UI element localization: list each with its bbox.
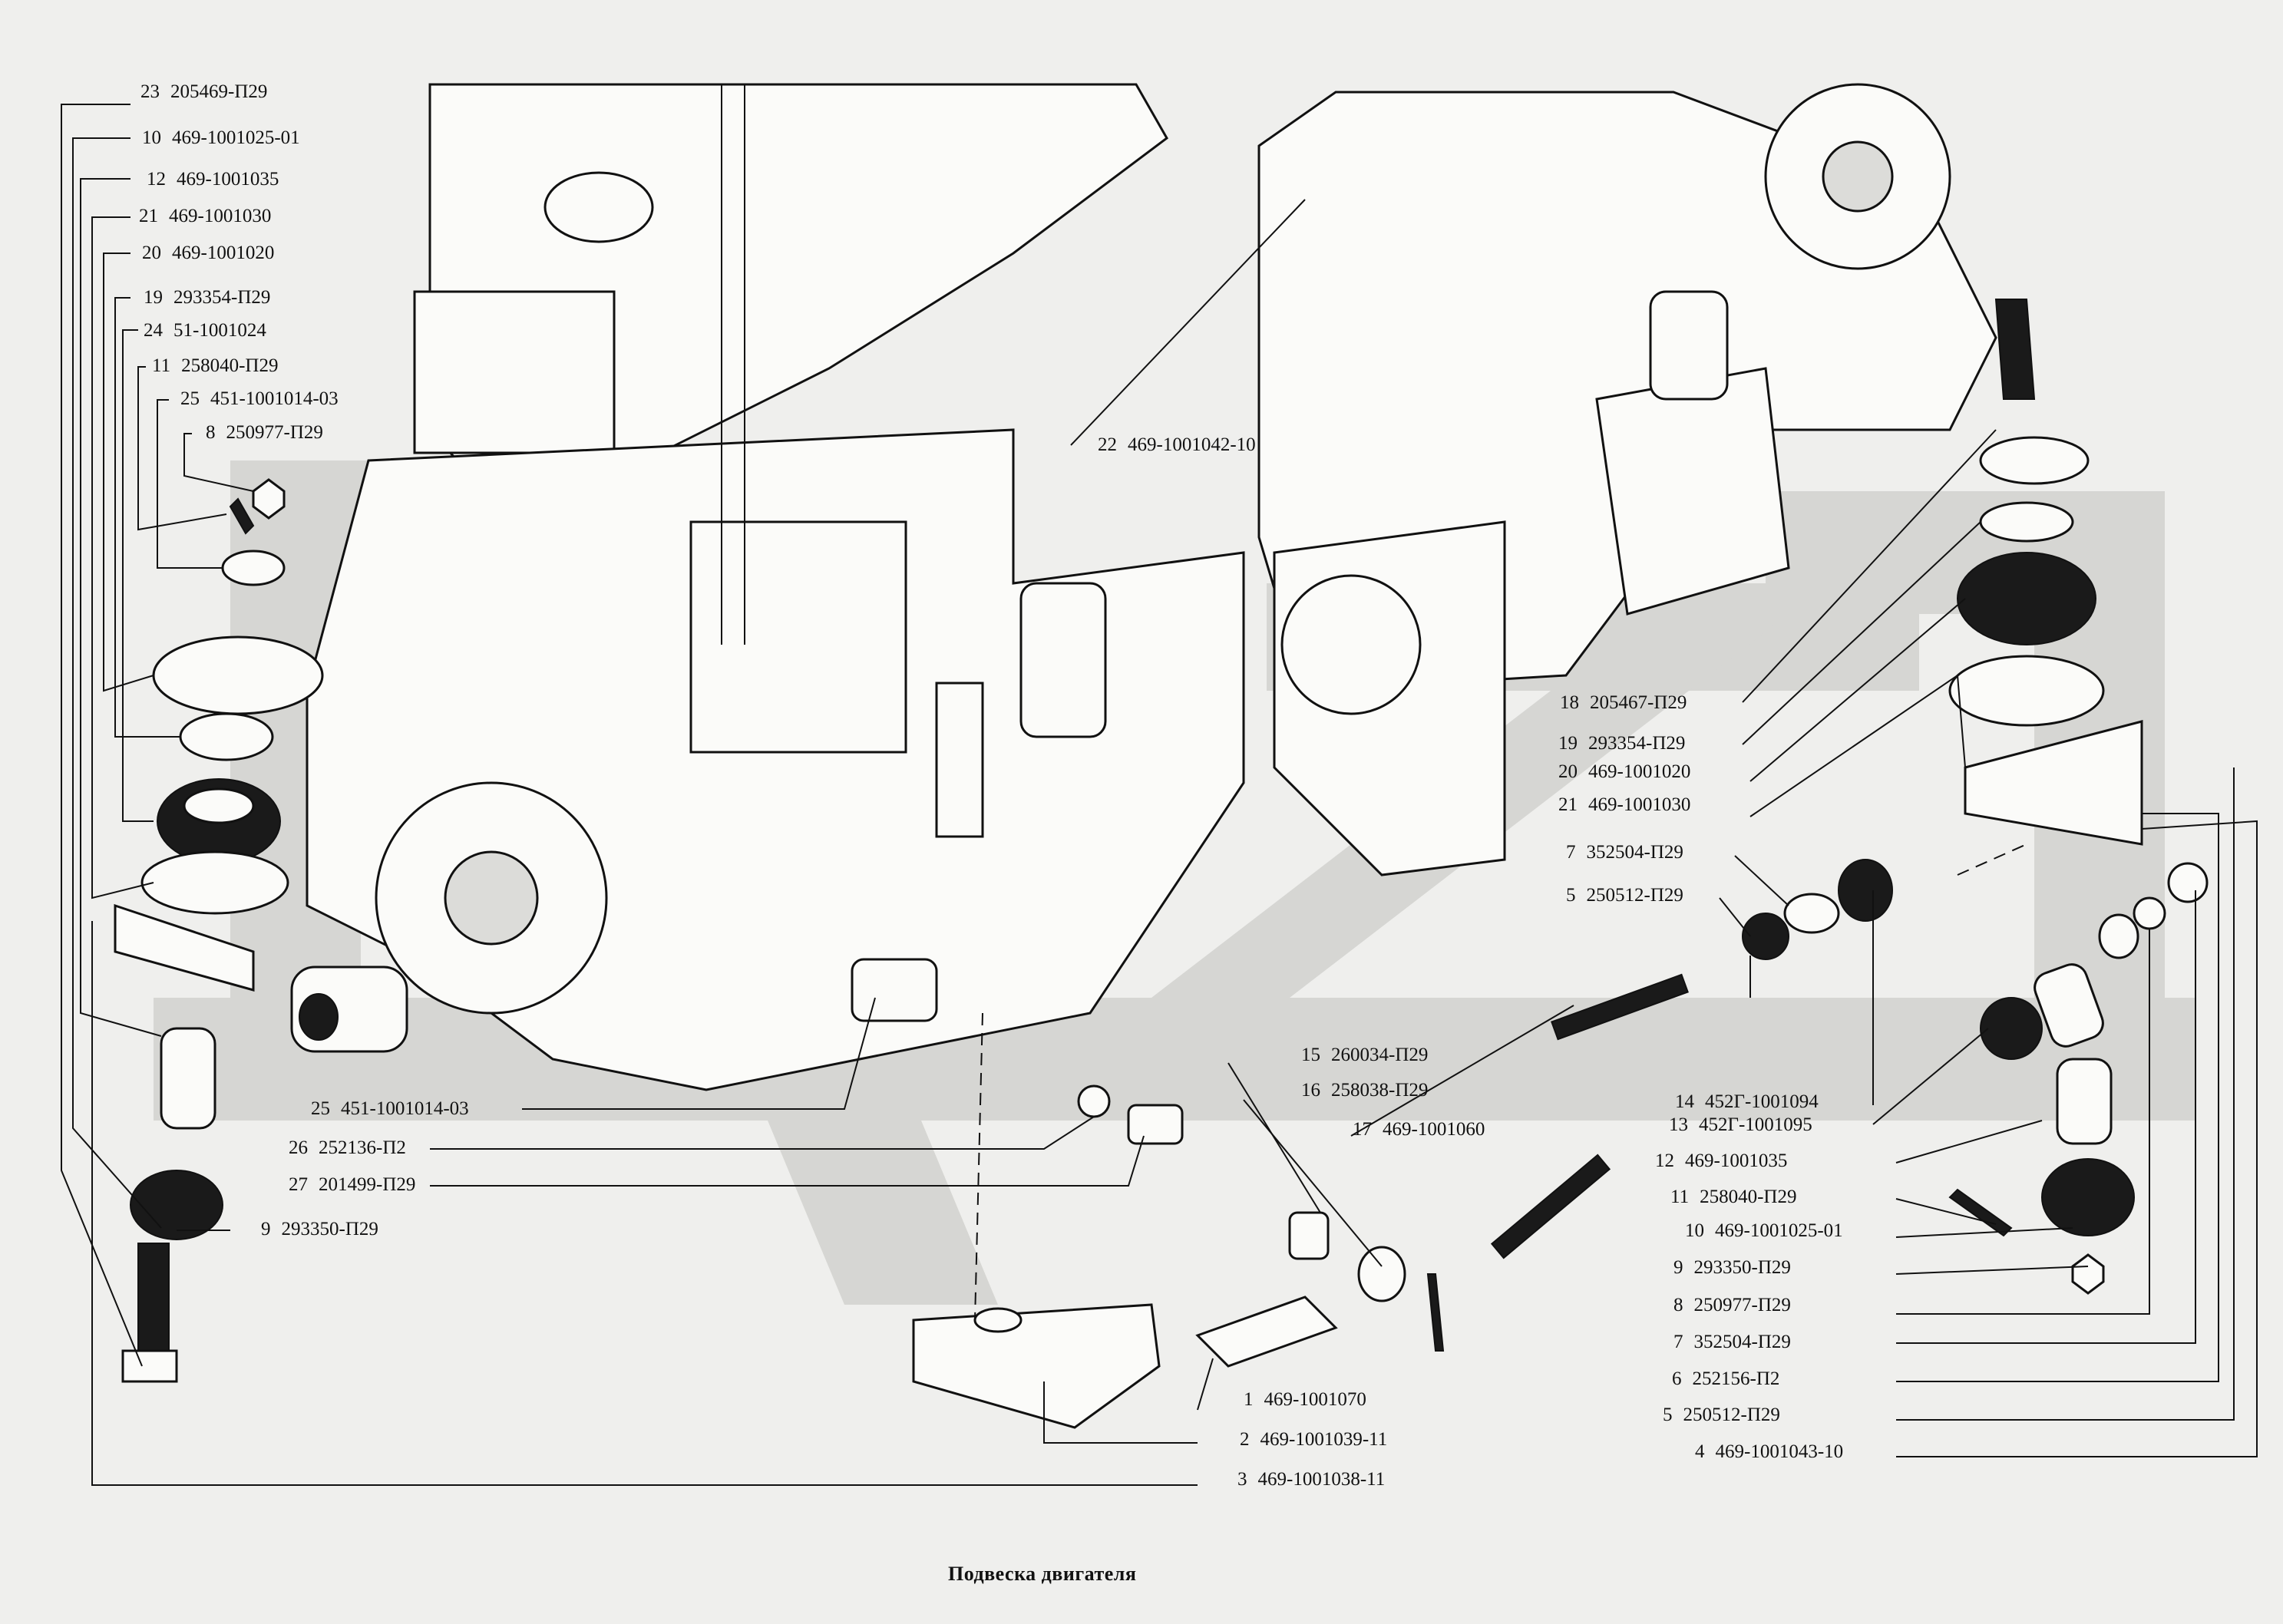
diagram-caption: Подвеска двигателя xyxy=(948,1563,1137,1585)
leader-lines xyxy=(61,104,2258,1486)
engine-assembly xyxy=(290,83,1245,1091)
transfer-case xyxy=(1257,83,1997,876)
left-mount-stack xyxy=(114,478,324,1383)
right-mount-stack xyxy=(1742,299,2209,1295)
